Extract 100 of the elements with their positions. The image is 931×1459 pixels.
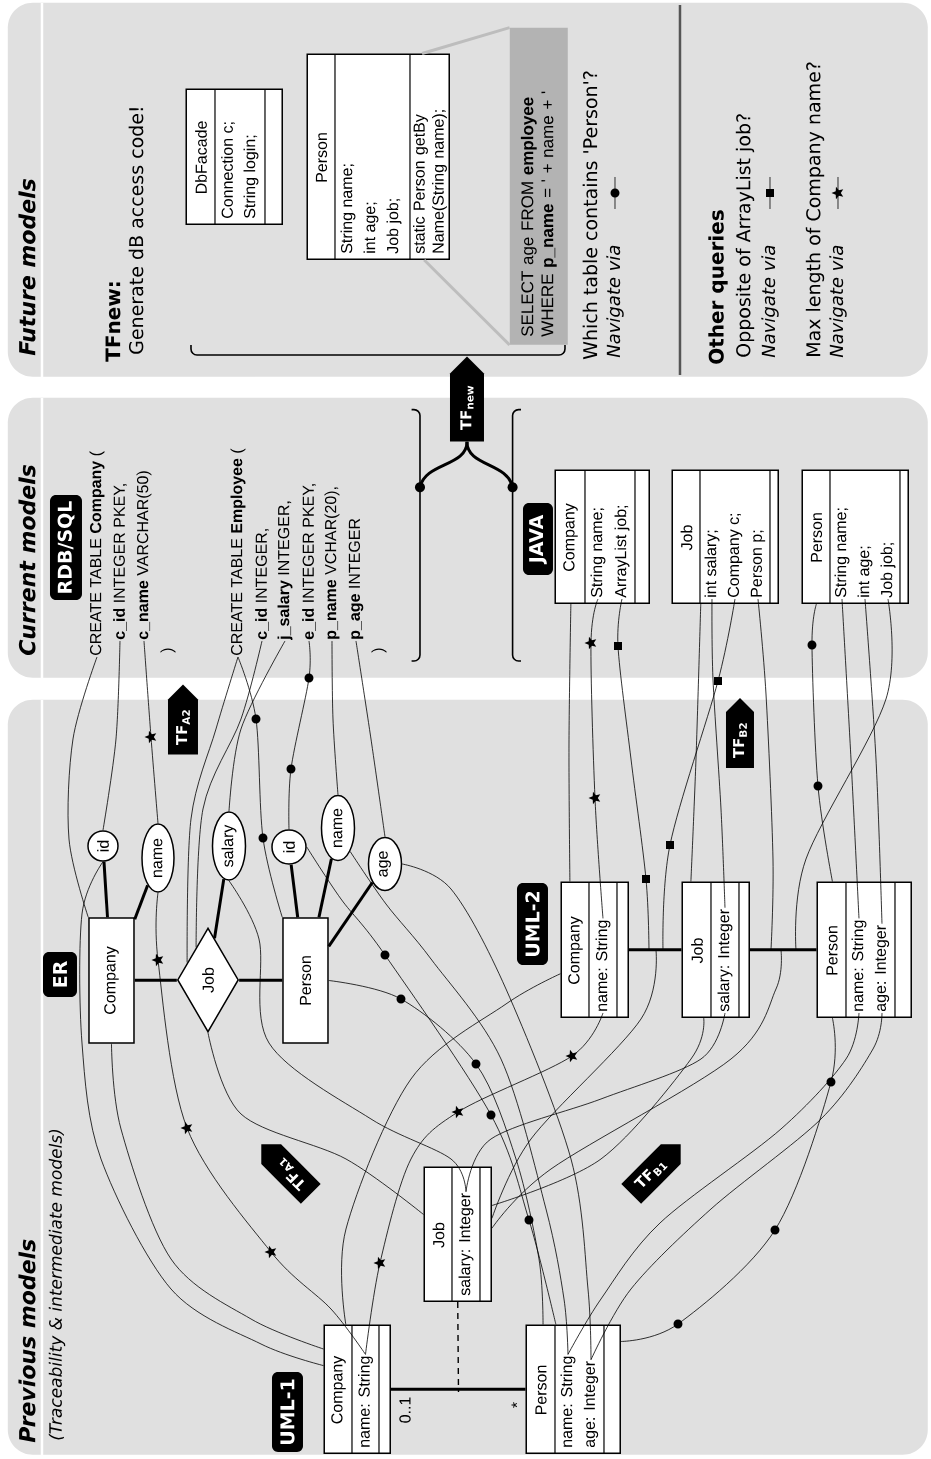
connector-line <box>102 861 109 918</box>
attribute-text: Job job; <box>880 543 896 598</box>
trace-line <box>620 1017 836 1342</box>
attribute-text: int salary; <box>704 530 720 597</box>
association-link <box>457 1301 460 1393</box>
sql-line: ) <box>160 648 176 653</box>
trace-line <box>79 861 324 1366</box>
model-tag: JAVA <box>523 503 553 575</box>
trace-line <box>841 598 860 919</box>
trace-line <box>67 656 98 918</box>
attribute-text: age: Integer <box>874 925 890 1012</box>
association-line <box>750 948 817 952</box>
attribute-text: String name; <box>590 508 606 598</box>
model-tag: UML-1 <box>272 1372 303 1452</box>
trace-line <box>155 892 366 1355</box>
callout-wedge-line <box>423 258 511 347</box>
trace-line <box>757 598 774 951</box>
attribute-text: Person p; <box>750 530 766 597</box>
trace-line <box>795 598 893 951</box>
legend-label: Navigate via <box>761 245 779 358</box>
trace-line <box>690 603 702 882</box>
sql-line: CREATE TABLE Employee ( <box>230 448 246 655</box>
attribute-text: age: Integer <box>583 1361 599 1448</box>
trace-line <box>465 1012 726 1193</box>
attribute-text: String name; <box>834 508 850 598</box>
trace-line <box>306 846 557 1325</box>
trace-line <box>186 656 239 963</box>
trace-line <box>711 598 726 909</box>
trace-line <box>349 851 569 1355</box>
sql-line: p_name VCHAR(20), <box>324 487 340 639</box>
attribute-text: name: String <box>358 1356 373 1447</box>
trace-line <box>228 640 286 812</box>
brace <box>507 408 522 662</box>
transformation-tag: TF$_{B1}$ <box>621 1144 681 1204</box>
attribute-text: Company c; <box>727 513 743 597</box>
connector-line <box>239 978 283 982</box>
trace-line <box>102 640 121 831</box>
trace-line <box>491 949 782 1229</box>
connector-line <box>213 878 226 939</box>
trace-line <box>207 1032 424 1215</box>
trace-line <box>491 949 657 1219</box>
multiplicity-label: * <box>511 1402 518 1408</box>
multiplicity-label: 0..1 <box>399 1397 411 1423</box>
connector-line <box>134 978 177 982</box>
query-text: Max length of Company name? <box>805 62 825 356</box>
trace-line <box>288 640 311 830</box>
sql-line: e_id INTEGER PKEY, <box>302 484 316 640</box>
model-tag: UML-2 <box>517 883 548 965</box>
attribute-text: salary: Integer <box>717 909 733 1012</box>
callout-wedge-line <box>421 26 510 55</box>
sql-line: p_age INTEGER <box>348 518 364 639</box>
trace-line <box>228 880 467 1193</box>
sql-line: ) <box>371 648 387 653</box>
trace-line <box>401 863 592 1361</box>
sql-line: c_id INTEGER, <box>255 529 269 640</box>
fork-line <box>465 441 514 488</box>
trace-line <box>617 598 650 951</box>
trace-line <box>365 1012 604 1355</box>
description-text: Generate dB access code! <box>128 108 144 354</box>
sql-line: CREATE TABLE Company ( <box>89 451 105 655</box>
association-line <box>391 1387 526 1391</box>
sql-line: c_id INTEGER PKEY, <box>113 484 127 640</box>
brace <box>410 408 425 662</box>
class-box: Person String name; int age; Job job; static Person getBy Name(String name); <box>306 53 450 261</box>
attribute-text: int age; <box>857 546 873 597</box>
query-text: Opposite of ArrayList job? <box>735 114 755 357</box>
trace-line <box>590 1012 883 1361</box>
fork-line <box>418 441 469 488</box>
trace-line <box>237 656 283 918</box>
trace-line <box>662 598 736 951</box>
trace-line <box>567 1012 860 1355</box>
trace-line <box>491 1017 705 1206</box>
trace-line <box>111 1043 324 1350</box>
heading: Other queries <box>708 210 728 364</box>
attribute-text: name: String <box>595 920 611 1011</box>
class-box: DbFacade Connection c; String login; <box>185 88 283 226</box>
connector-line <box>289 864 300 918</box>
attribute-text: ArrayList job; <box>614 505 630 598</box>
legend-label: Navigate via <box>829 245 847 358</box>
trace-line <box>811 603 833 882</box>
sql-line: j_salary INTEGER, <box>277 501 293 641</box>
trace-line <box>568 603 572 882</box>
association-line <box>629 948 682 952</box>
connector-line <box>327 881 374 948</box>
attribute-text: name: String <box>851 920 867 1011</box>
entity-box: Person <box>282 917 329 1044</box>
trace-line <box>195 640 263 948</box>
transformation-tag: TF$_{A1}$ <box>261 1144 321 1204</box>
trace-line <box>590 598 604 919</box>
sql-line: c_name VARCHAR(50) <box>136 471 152 640</box>
attribute-text: salary: Integer <box>458 1193 474 1296</box>
transformation-tag: TF$_{A2}$ <box>168 684 198 755</box>
attribute-text: name: String <box>560 1356 576 1447</box>
legend-label: Navigate via <box>606 245 624 358</box>
trace-line <box>143 640 159 824</box>
entity-box: Company <box>88 917 135 1044</box>
connector-line <box>317 858 333 918</box>
heading: TFnew: <box>105 282 121 362</box>
trace-line <box>331 640 339 796</box>
trace-line <box>355 640 386 838</box>
